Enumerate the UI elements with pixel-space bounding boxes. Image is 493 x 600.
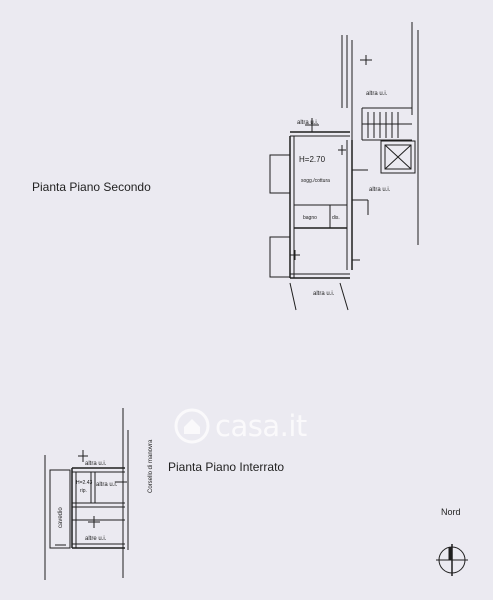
basement-walls: [44, 408, 129, 580]
north-compass-icon: [436, 544, 468, 576]
label-altra-top-right: altra u.i.: [366, 91, 388, 97]
second-floor-labels: altra u.i. altra u.i. H=2.70 sogg./cottu…: [297, 91, 391, 297]
casa-watermark: casa.it: [174, 408, 307, 444]
label-altre-basement-bottom: altre u.i.: [85, 536, 107, 542]
label-bathroom: bagno: [303, 215, 317, 221]
label-altra-bottom: altra u.i.: [313, 291, 335, 297]
label-altra-right: altra u.i.: [369, 187, 391, 193]
label-corridor: Corsello di manovra: [148, 439, 154, 493]
label-closet: dis.: [332, 215, 340, 221]
watermark-text: casa.it: [215, 409, 307, 443]
second-floor-walls: [269, 22, 419, 311]
label-altra-top-left: altra u.i.: [297, 120, 319, 126]
house-icon: [174, 408, 210, 444]
basement-title: Pianta Piano Interrato: [168, 460, 285, 474]
second-floor-title: Pianta Piano Secondo: [32, 180, 151, 194]
label-altra-basement-mid: altra u.i.: [96, 482, 118, 488]
label-storage: rip.: [80, 488, 87, 494]
label-altra-basement-top: altra u.i.: [85, 461, 107, 467]
north-label: Nord: [441, 507, 461, 517]
basement-labels: Corsello di manovra altra u.i. H=2.43 ri…: [58, 439, 154, 542]
label-height-basement: H=2.43: [76, 480, 92, 486]
label-height-second: H=2.70: [299, 155, 326, 164]
label-living: sogg./cottura: [301, 178, 330, 184]
label-courtyard: cavedio: [58, 507, 64, 528]
